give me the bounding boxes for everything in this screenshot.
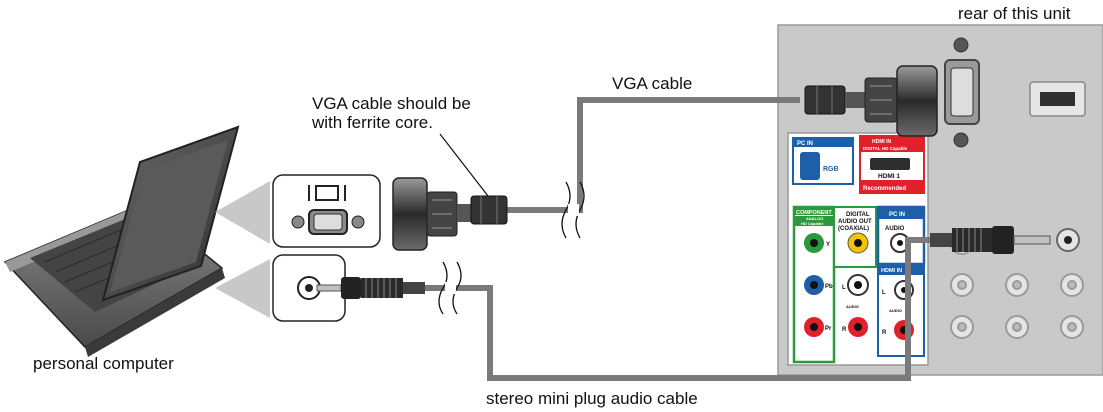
panel-digital-label: DIGITAL bbox=[846, 212, 870, 218]
panel-labels: PC IN RGB HDMI IN DIGITAL HD Capable HDM… bbox=[796, 139, 908, 336]
laptop-audio-port-box bbox=[272, 254, 346, 322]
panel-l2-label: L bbox=[882, 290, 886, 296]
laptop-vga-port-box bbox=[272, 174, 381, 248]
vga-cable-label: VGA cable bbox=[612, 74, 693, 93]
panel-hdmi-in-lower-label: HDMI IN bbox=[881, 268, 902, 274]
audio-cable-label: stereo mini plug audio cable bbox=[486, 389, 698, 408]
arrow-audio bbox=[215, 259, 270, 318]
panel-pb-label: Pb bbox=[825, 284, 833, 290]
panel-r-label: R bbox=[842, 327, 847, 333]
panel-pc-in-audio-label: PC IN bbox=[889, 212, 905, 218]
panel-hdmi1-label: HDMI 1 bbox=[878, 173, 900, 180]
arrow-vga bbox=[215, 181, 270, 244]
vga-cable bbox=[392, 65, 938, 251]
panel-audio-small-label: AUDIO bbox=[846, 304, 859, 309]
tv-rear-panel: PC IN RGB HDMI IN DIGITAL HD Capable HDM… bbox=[777, 24, 1103, 376]
panel-rgb-label: RGB bbox=[823, 166, 839, 173]
audio-cable bbox=[316, 226, 1080, 381]
ferrite-note-line2: with ferrite core. bbox=[312, 113, 433, 132]
panel-recommended-label: Recommended bbox=[863, 186, 906, 192]
panel-analog-label: ANALOG bbox=[806, 216, 823, 221]
panel-hd-capable-label: HD Capable bbox=[801, 221, 824, 226]
panel-pc-in-label: PC IN bbox=[797, 141, 813, 147]
panel-pr-label: Pr bbox=[825, 326, 832, 332]
panel-r2-label: R bbox=[882, 330, 887, 336]
connection-panel bbox=[787, 132, 929, 366]
panel-hdmi-in-label: HDMI IN bbox=[872, 139, 892, 145]
panel-coaxial-label: (COAXIAL) bbox=[838, 226, 869, 232]
panel-audio-out-label: AUDIO OUT bbox=[838, 219, 872, 225]
laptop-icon bbox=[3, 125, 240, 357]
panel-component-label: COMPONENT bbox=[796, 210, 832, 216]
panel-l-label: L bbox=[842, 285, 846, 291]
panel-digital-hd-label: DIGITAL HD Capable bbox=[863, 146, 908, 151]
unit-vga-port bbox=[944, 37, 980, 148]
personal-computer-label: personal computer bbox=[33, 354, 174, 373]
rear-of-unit-label: rear of this unit bbox=[958, 4, 1071, 23]
ferrite-note-line1: VGA cable should be bbox=[312, 94, 471, 113]
panel-audio-label: AUDIO bbox=[885, 226, 905, 232]
hdmi-port-top bbox=[1029, 81, 1086, 117]
panel-y-label: Y bbox=[826, 242, 830, 248]
panel-audio-small2-label: AUDIO bbox=[889, 308, 902, 313]
